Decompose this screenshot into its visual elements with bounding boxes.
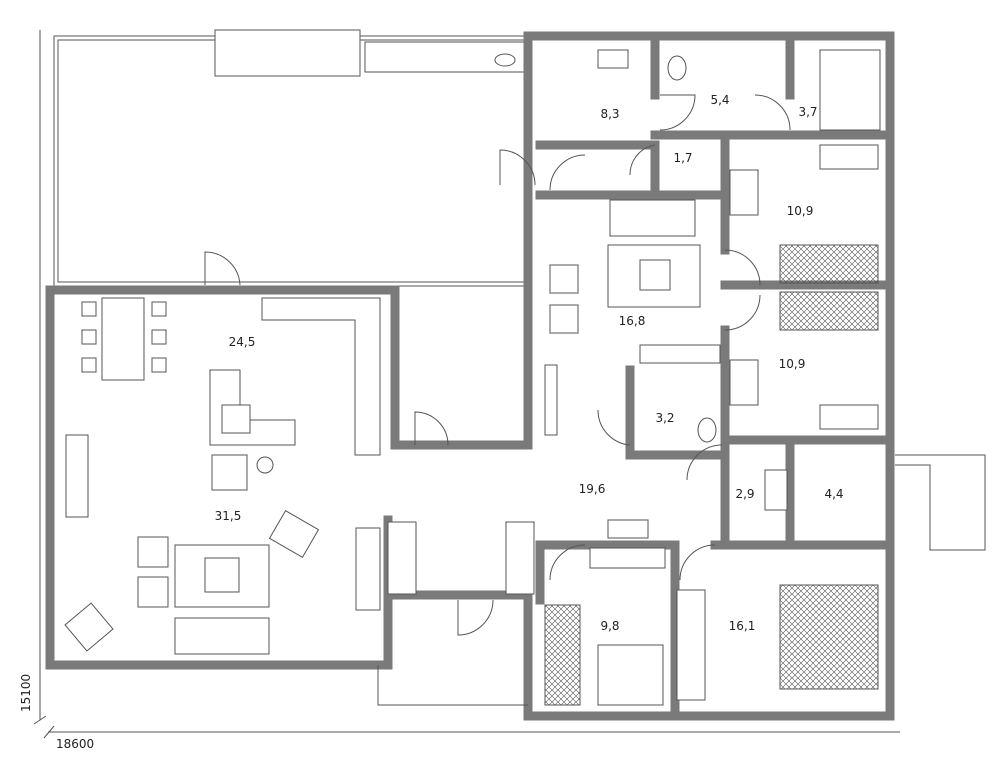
furniture xyxy=(64,49,881,706)
dimension-width: 18600 xyxy=(56,737,94,751)
room-area-storage: 4,4 xyxy=(824,487,843,501)
dimension-lines xyxy=(33,30,900,739)
room-area-bath: 8,3 xyxy=(600,107,619,121)
room-area-bedroom-north: 10,9 xyxy=(787,204,814,218)
room-area-master-bedroom: 16,1 xyxy=(729,619,756,633)
terrace xyxy=(53,29,529,287)
room-area-bedroom-small: 9,8 xyxy=(600,619,619,633)
doors xyxy=(204,94,986,636)
room-area-lounge: 31,5 xyxy=(215,509,242,523)
room-area-living: 16,8 xyxy=(619,314,646,328)
walls xyxy=(45,31,895,721)
room-area-wardrobe: 2,9 xyxy=(735,487,754,501)
room-area-bedroom-middle: 10,9 xyxy=(779,357,806,371)
room-area-kitchen: 24,5 xyxy=(229,335,256,349)
room-labels: 8,3 5,4 3,7 1,7 10,9 16,8 24,5 10,9 3,2 … xyxy=(215,93,844,633)
room-area-hall: 19,6 xyxy=(579,482,606,496)
dimension-height: 15100 xyxy=(19,674,33,712)
room-area-toilet: 3,2 xyxy=(655,411,674,425)
room-area-sauna: 3,7 xyxy=(798,105,817,119)
room-area-closet-small: 1,7 xyxy=(673,151,692,165)
room-area-wc: 5,4 xyxy=(710,93,729,107)
